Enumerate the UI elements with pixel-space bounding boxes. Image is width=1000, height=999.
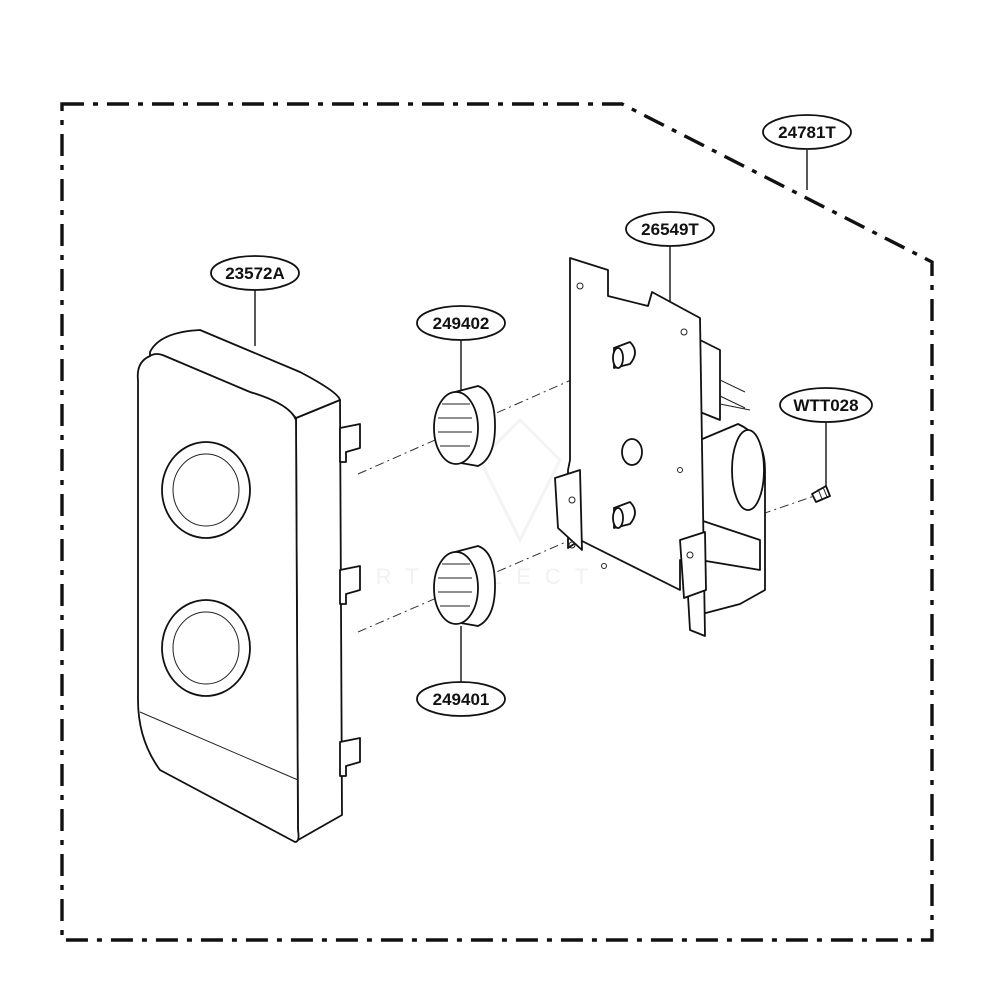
callout-label-panel: 23572A — [225, 264, 285, 283]
callout-24781T[interactable]: 24781T — [762, 114, 852, 150]
callout-label-assembly: 24781T — [778, 123, 836, 142]
callout-label-screw: WTT028 — [793, 396, 858, 415]
callout-26549T[interactable]: 26549T — [625, 211, 715, 247]
callout-249402[interactable]: 249402 — [416, 305, 506, 341]
callout-249401[interactable]: 249401 — [416, 681, 506, 717]
control-panel-part — [136, 329, 361, 843]
upper-knob-part — [433, 385, 496, 467]
screw-part — [811, 485, 831, 503]
callout-label-knob-upper: 249402 — [433, 314, 490, 333]
lower-knob-part — [433, 545, 496, 627]
callout-leaders — [254, 150, 827, 682]
callout-label-knob-lower: 249401 — [433, 690, 490, 709]
control-board-part — [554, 257, 766, 637]
callout-23572A[interactable]: 23572A — [210, 255, 300, 291]
assembly-boundary — [60, 102, 934, 942]
callout-WTT028[interactable]: WTT028 — [779, 387, 873, 423]
callout-label-pcb: 26549T — [641, 220, 699, 239]
